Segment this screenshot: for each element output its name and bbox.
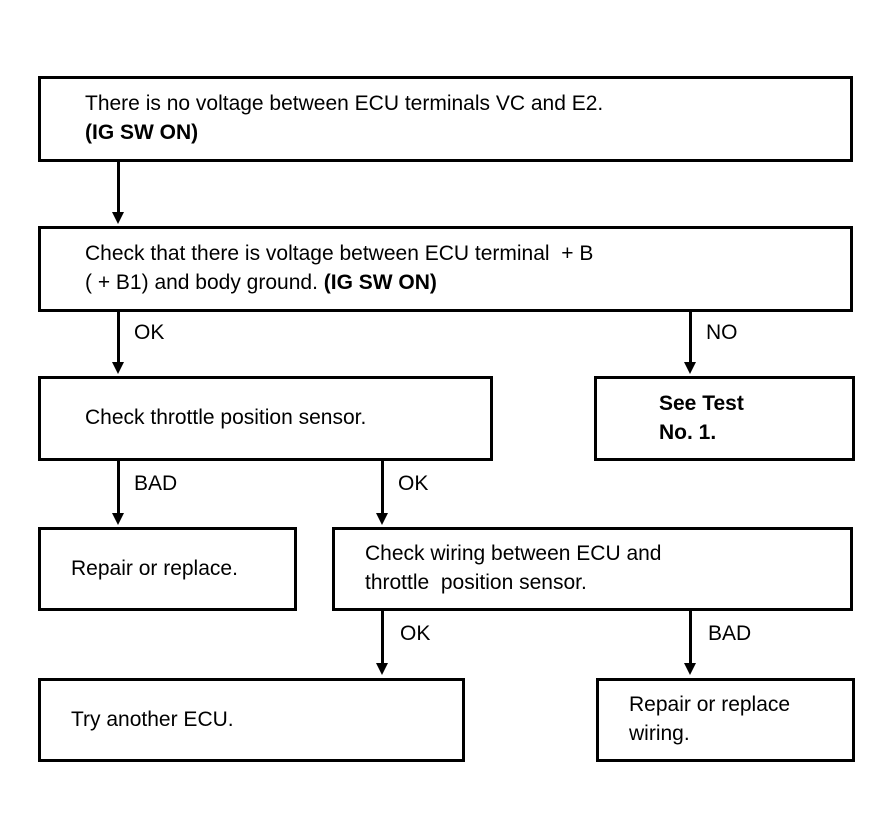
connector-check-voltage-to-check-tps [117, 312, 120, 364]
node-line: wiring. [629, 722, 690, 745]
node-no-voltage-vc-e2: There is no voltage between ECU terminal… [38, 76, 853, 162]
node-check-voltage-b-plus: Check that there is voltage between ECU … [38, 226, 853, 312]
edge-label-bad: BAD [134, 472, 178, 495]
edge-label-ok: OK [398, 472, 429, 495]
edge-label-no: NO [706, 321, 738, 344]
connector-check-tps-to-check-wiring [381, 461, 384, 515]
arrowhead-icon [112, 513, 124, 525]
node-line: ( + B1) and body ground. (IG SW ON) [85, 271, 437, 294]
arrowhead-icon [376, 663, 388, 675]
connector-check-voltage-to-see-test [689, 312, 692, 364]
node-repair-or-replace-wiring: Repair or replace wiring. [596, 678, 855, 762]
node-line: Check that there is voltage between ECU … [85, 242, 594, 266]
node-repair-or-replace: Repair or replace. [38, 527, 297, 611]
connector-check-tps-to-repair-replace [117, 461, 120, 515]
node-line: (IG SW ON) [85, 121, 199, 144]
node-line: Try another ECU. [71, 707, 234, 731]
node-line: See Test [659, 391, 744, 415]
arrowhead-icon [112, 212, 124, 224]
connector-no-voltage-to-check-voltage [117, 162, 120, 214]
edge-label-ok: OK [400, 622, 431, 645]
node-line: throttle position sensor. [365, 571, 587, 594]
connector-check-wiring-to-try-another-ecu [381, 611, 384, 665]
node-try-another-ecu: Try another ECU. [38, 678, 465, 762]
arrowhead-icon [376, 513, 388, 525]
node-line: Check throttle position sensor. [85, 406, 367, 430]
arrowhead-icon [112, 362, 124, 374]
node-line: Check wiring between ECU and [365, 542, 662, 566]
node-see-test-no-1: See Test No. 1. [594, 376, 855, 461]
node-check-wiring-ecu-tps: Check wiring between ECU and throttle po… [332, 527, 853, 611]
node-line: No. 1. [659, 420, 717, 444]
edge-label-ok: OK [134, 321, 165, 344]
connector-check-wiring-to-repair-wiring [689, 611, 692, 665]
arrowhead-icon [684, 362, 696, 374]
node-check-throttle-position-sensor: Check throttle position sensor. [38, 376, 493, 461]
node-line: Repair or replace. [71, 556, 238, 580]
node-line: There is no voltage between ECU terminal… [85, 92, 604, 116]
edge-label-bad: BAD [708, 622, 752, 645]
arrowhead-icon [684, 663, 696, 675]
node-line: Repair or replace [629, 693, 791, 717]
